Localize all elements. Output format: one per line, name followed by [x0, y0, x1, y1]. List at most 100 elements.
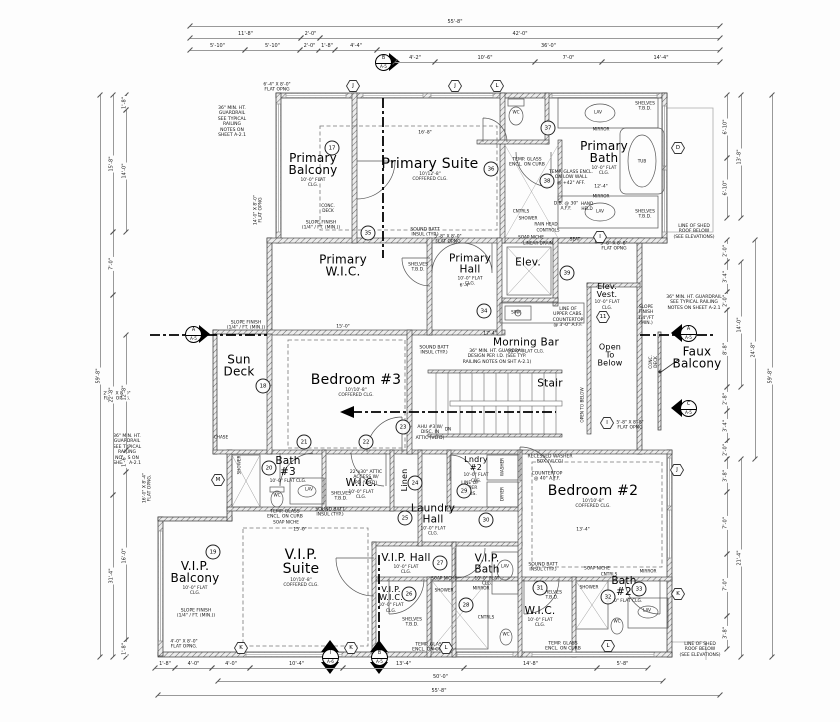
fixture-label-conc-deck: CONC. DECK [648, 355, 658, 369]
shed-roof-outline [667, 107, 714, 660]
note-slope-finish-1-4-f: SLOPE FINISH (1/4" / FT. (MIN.)) [176, 608, 216, 619]
dimension-label: 5'-10" [263, 43, 282, 49]
keynote-35: 35 [360, 225, 376, 241]
hexagon-label: J [347, 81, 359, 91]
room-name: Bath #2 [611, 575, 637, 598]
note-temp-glass-encl-on-l: TEMP. GLASS ENCL. ON LOW WALL @ +42" AFF… [549, 169, 593, 186]
ceiling-note: 10'-0" FLAT CLG. [474, 576, 500, 587]
grid-bubble-k: K [344, 642, 358, 654]
hexagon-label: K [345, 643, 357, 653]
fixture-label-mirror: MIRROR [592, 126, 610, 132]
fixture-label-lav: LAV [594, 109, 602, 115]
grid-bubble-j: J [346, 80, 360, 92]
note-shelves-t-b-d: SHELVES T.B.D. [542, 590, 562, 601]
fixture-label-shower: SHOWER [518, 215, 538, 221]
room-name: Primary W.I.C. [319, 252, 367, 279]
note-line-of-shed-roof-belo: LINE OF SHED ROOF BELOW (SEE ELEVATIONS) [679, 641, 721, 658]
dimension-tick [752, 456, 758, 462]
section-sheet: A-5 [685, 335, 692, 340]
fixture-label-washer: WASHER [499, 457, 505, 477]
section-letter: B [376, 55, 391, 64]
dimension-label: 50'-0" [431, 674, 450, 680]
room-name: Sun Deck [223, 352, 255, 379]
note-5-8-x-8-0-flat-opn: 5'-8" X 8'-0" FLAT OPNG [434, 234, 462, 245]
fixture-label-lav: LAV [643, 607, 651, 613]
dryer [486, 481, 519, 508]
dimension-label: 4'-4" [349, 43, 363, 49]
keynote-26: 26 [401, 586, 417, 602]
note-line-of-shed-roof-belo: LINE OF SHED ROOF BELOW (SEE ELEVATIONS) [673, 223, 715, 240]
note-line-of-upper-cabs-co: LINE OF UPPER CABS. COUNTERTOP @ 3'-0" A… [552, 307, 584, 329]
keynote-34: 34 [476, 303, 492, 319]
note-slope-finish-1-4-ft: SLOPE FINISH 1/4"/FT (MIN.) [637, 305, 655, 327]
fixture-label-soap-niche: SOAP NICHE [518, 234, 544, 240]
dimension-label: 21'-4" [736, 549, 743, 567]
dimension-label: 3'-4" [722, 270, 729, 284]
keynote-19: 19 [205, 544, 221, 560]
section-sheet: A-5 [685, 410, 692, 415]
dimension-line [245, 50, 300, 51]
fixture-label-mirror: MIRROR [592, 193, 610, 199]
section-letter: I [323, 650, 338, 659]
section-sheet: A-5 [190, 336, 197, 341]
dimension-label: 1'-6" [121, 454, 128, 468]
dimension-line [597, 668, 648, 669]
grid-bubble-i: I [593, 231, 607, 243]
grid-bubble-11: 11 [596, 311, 610, 323]
note-temp-glass-encl-on-c: TEMP. GLASS ENCL. ON CURB [267, 509, 303, 520]
dimension-line [158, 695, 720, 696]
dimension-label: 16'-0" [121, 547, 128, 565]
fixture-label-chase: CHASE [213, 434, 229, 440]
section-sheet: A-6 [327, 659, 334, 664]
note-6-4: 6'-4" [459, 283, 471, 289]
room-name: V.I.P. Balcony [170, 559, 220, 586]
dimension-label: 3'-8" [722, 625, 729, 640]
dimension-label: 4'-0" [186, 661, 201, 667]
ceiling-note: 10'-0" FLAT CLG. [182, 585, 208, 596]
dimension-tick [110, 654, 116, 660]
fixture-label-hand-held: HAND HELD [580, 201, 594, 211]
dimension-label: 7'-0" [722, 516, 729, 530]
fixture-label-tub: TUB [637, 158, 647, 164]
keynote-24: 24 [407, 475, 423, 491]
ceiling-note: 10'-0" FLAT CLG. [591, 165, 617, 176]
dimension-label: 2'-8" [722, 392, 729, 406]
dimension-label: 3'-8" [722, 468, 729, 483]
note-shelves-t-b-d: SHELVES T.B.D. [331, 491, 351, 502]
fixture-label-shower: SHOWER [236, 455, 242, 475]
dimension-label: 5'-10" [208, 43, 227, 49]
dimension-label: 59'-8" [95, 367, 102, 385]
note-22-x30-attic-access-w: 22"x30" ATTIC ACCESS W/ PD (VLTD) [349, 469, 383, 486]
keynote-28: 28 [458, 597, 474, 613]
dimension-label: 2'-0" [722, 244, 729, 258]
room-name: Lndry #2 [464, 455, 488, 473]
dimension-line [190, 26, 720, 27]
keynote-27: 27 [432, 555, 448, 571]
grid-bubble-i: I [600, 417, 614, 429]
fixture-label-mirror: MIRROR [639, 568, 657, 574]
room-label-elev-vest: Elev. Vest.10'-0" FLAT CLG. [594, 282, 619, 311]
dimension-line [212, 668, 250, 669]
dimension-tick [717, 35, 723, 41]
stair-direction-arrow [340, 406, 354, 418]
dimension-line [301, 38, 320, 39]
dimension-tick [717, 47, 723, 53]
note-15-0: 15'-0" [336, 324, 350, 330]
hexagon-label: I [601, 418, 613, 428]
dimension-tick [738, 215, 744, 221]
dimension-label: 31'-4" [108, 567, 115, 585]
room-name: V.I.P. Suite [282, 547, 320, 578]
room-name: Primary Bath [580, 139, 628, 166]
dimension-tick [717, 23, 723, 29]
dimension-label: 24'-8" [750, 340, 757, 359]
dimension-label: 55'-8" [446, 19, 464, 25]
note-sound-batt-insul-typ: SOUND BATT INSUL (TYP.) [315, 507, 345, 518]
